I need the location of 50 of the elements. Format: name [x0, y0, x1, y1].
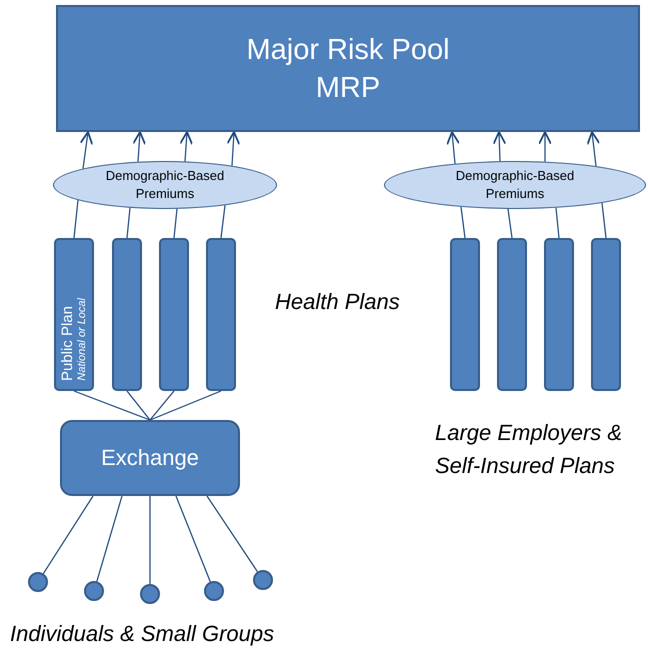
member-circle [140, 584, 160, 604]
connector-line [601, 202, 607, 238]
group-caption: Individuals & Small Groups [10, 620, 276, 648]
connector-line [42, 496, 94, 574]
pool-subtitle: MRP [316, 70, 380, 106]
arrow [492, 131, 506, 162]
plan-bar [544, 238, 574, 391]
premium-label: Demographic-Based Premiums [454, 167, 576, 203]
risk-pool-box [56, 5, 640, 132]
connector-line [150, 390, 222, 421]
member-circle [84, 581, 104, 601]
connector-line [173, 208, 178, 238]
arrow [80, 131, 94, 169]
connector-line [150, 390, 174, 420]
connector-line [555, 208, 560, 238]
connector-line [507, 208, 513, 238]
plan-bar [497, 238, 527, 391]
arrow [132, 131, 146, 162]
plan-bar [54, 238, 94, 391]
plan-title: Public Plan [60, 306, 76, 381]
plan-bar [159, 238, 189, 391]
member-circle [253, 570, 273, 590]
arrow [538, 131, 552, 162]
connector-line [175, 496, 211, 582]
exchange-label: Exchange [101, 445, 199, 471]
connector-line [149, 496, 151, 584]
connector-line [206, 496, 258, 572]
connector-line [96, 496, 123, 582]
exchange-box [60, 420, 240, 496]
plan-bar [206, 238, 236, 391]
group-caption: Large Employers & Self-Insured Plans [435, 419, 624, 480]
connector-line [126, 208, 131, 238]
arrow [226, 131, 240, 166]
plan-bar [591, 238, 621, 391]
plan-subtitle: National or Local [76, 298, 88, 381]
arrow [586, 131, 600, 166]
arrow [446, 131, 460, 164]
arrow [179, 131, 194, 162]
connector-line [126, 390, 150, 420]
connector-line [460, 206, 466, 238]
connector-line [73, 200, 79, 238]
member-circle [204, 581, 224, 601]
pool-title: Major Risk Pool [246, 32, 450, 68]
premium-label: Demographic-Based Premiums [104, 167, 226, 203]
connector-line [220, 205, 226, 238]
member-circle [28, 572, 48, 592]
plan-bar [450, 238, 480, 391]
group-caption: Health Plans [275, 288, 401, 316]
connector-line [74, 390, 150, 421]
plan-bar [112, 238, 142, 391]
